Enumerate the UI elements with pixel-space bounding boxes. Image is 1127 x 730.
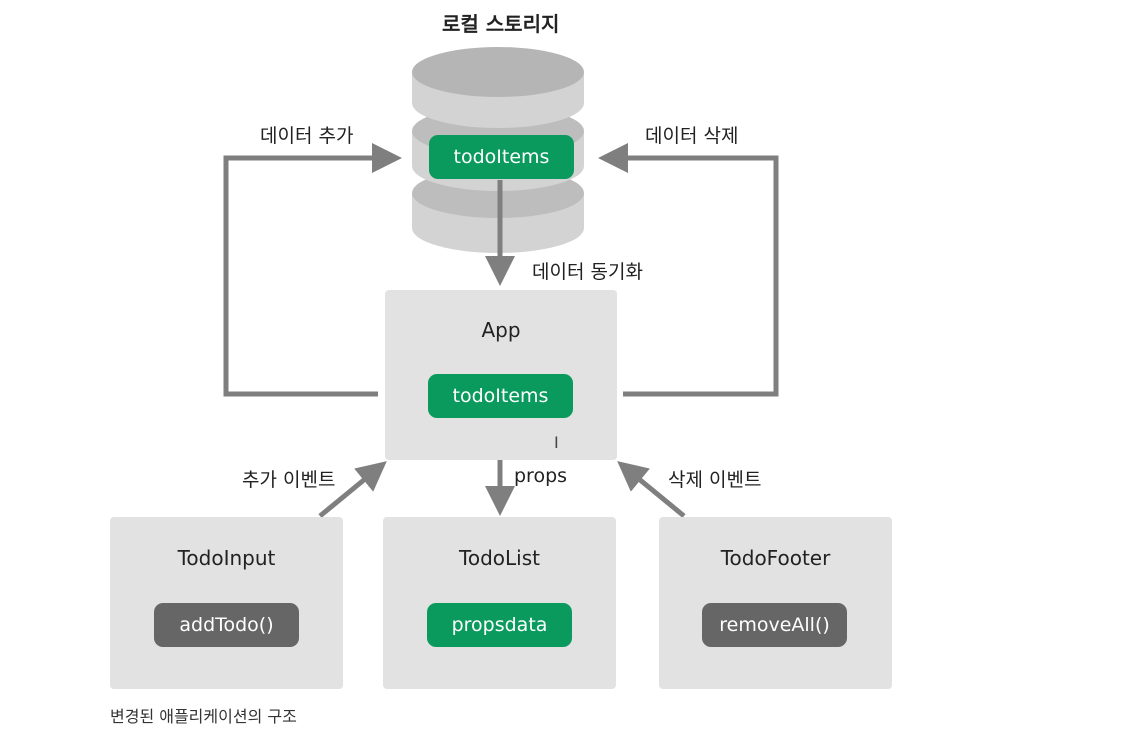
delete-event-label: 삭제 이벤트: [668, 469, 762, 491]
delete-data-label: 데이터 삭제: [645, 125, 739, 147]
remove-all-method-pill: removeAll(): [702, 603, 847, 647]
todo-list-title: TodoList: [459, 546, 540, 570]
propsdata-pill: propsdata: [427, 603, 572, 647]
add-data-arrow: [223, 143, 402, 397]
todo-list-component-box: TodoList propsdata: [383, 517, 616, 689]
sync-data-label: 데이터 동기화: [532, 261, 643, 283]
todo-input-component-box: TodoInput addTodo(): [110, 517, 343, 689]
delete-event-arrow: [617, 461, 686, 518]
text-cursor-icon: I: [554, 433, 559, 452]
todo-footer-component-box: TodoFooter removeAll(): [659, 517, 892, 689]
delete-data-arrow: [598, 143, 779, 397]
local-storage-title: 로컬 스토리지: [442, 12, 560, 36]
add-event-label: 추가 이벤트: [242, 469, 336, 491]
props-label: props: [514, 465, 568, 487]
add-data-label: 데이터 추가: [260, 125, 354, 147]
app-title: App: [481, 318, 521, 342]
todo-input-title: TodoInput: [177, 546, 276, 570]
todo-footer-title: TodoFooter: [720, 546, 831, 570]
figure-caption: 변경된 애플리케이션의 구조: [110, 707, 297, 726]
storage-todoitems-pill: todoItems: [429, 135, 574, 179]
app-component-box: App todoItems: [385, 290, 617, 460]
app-todoitems-pill: todoItems: [428, 374, 573, 418]
add-todo-method-pill: addTodo(): [154, 603, 299, 647]
add-event-arrow: [318, 461, 387, 518]
